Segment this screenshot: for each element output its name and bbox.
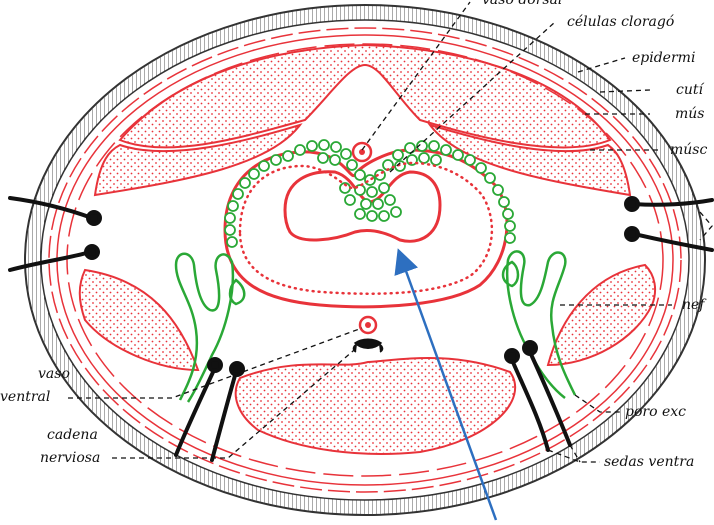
longitudinal-muscles bbox=[78, 43, 657, 455]
label-vaso-ventral-2: ventral bbox=[0, 389, 51, 405]
leader-ventral-vessel bbox=[68, 327, 363, 399]
ventral-structures bbox=[352, 315, 384, 353]
label-cuticula: cutí bbox=[676, 82, 703, 98]
intestine bbox=[223, 139, 516, 309]
ventral-vessel-lumen bbox=[365, 322, 371, 328]
setae bbox=[8, 196, 714, 462]
label-cadena-nerviosa-1: cadena bbox=[47, 427, 98, 443]
seta-right-upper bbox=[632, 198, 714, 207]
nerve-cord bbox=[352, 338, 384, 353]
right-ventrolateral-muscle bbox=[546, 263, 657, 367]
label-celulas-cloragogenas: células cloragó bbox=[567, 14, 675, 30]
right-nephridium-funnel bbox=[501, 260, 520, 288]
leader-lines bbox=[68, 1, 713, 463]
dorsal-muscle-block bbox=[118, 43, 612, 149]
leader-ventral-setae bbox=[547, 444, 600, 463]
seta-ventral-left-2 bbox=[210, 370, 238, 462]
label-poro-excretor: poro exc bbox=[625, 404, 686, 420]
label-epidermis: epidermi bbox=[632, 50, 696, 66]
right-dorsolateral-muscle bbox=[427, 123, 632, 197]
right-nephridium bbox=[506, 250, 577, 399]
label-sedas-ventrales: sedas ventra bbox=[604, 454, 695, 470]
circular-muscle-line-1 bbox=[48, 27, 682, 493]
label-vaso-ventral-1: vaso bbox=[38, 366, 70, 382]
seta-left-lower bbox=[8, 250, 92, 272]
seta-ventral-right-2 bbox=[528, 350, 572, 447]
left-ventrolateral-muscle bbox=[78, 268, 200, 372]
seta-left-upper bbox=[8, 196, 94, 220]
left-nephridium bbox=[174, 252, 235, 403]
label-musculo-longitudinal: músc bbox=[670, 142, 708, 158]
chloragogen-cells bbox=[224, 139, 516, 248]
label-cadena-nerviosa-2: nerviosa bbox=[40, 450, 101, 466]
leader-excretory-pore bbox=[574, 394, 620, 413]
label-musculo-circular: mús bbox=[675, 106, 705, 122]
pointer-arrow bbox=[394, 248, 498, 521]
label-nefridio: nef bbox=[682, 297, 705, 313]
nephridia bbox=[174, 250, 577, 403]
leader-right-setae bbox=[699, 211, 713, 241]
leader-epidermis bbox=[577, 57, 626, 73]
leader-nerve-cord bbox=[112, 344, 361, 459]
leader-chloragogen bbox=[389, 21, 556, 173]
seta-ventral-right-1 bbox=[510, 358, 550, 452]
leader-dorsal-vessel bbox=[361, 1, 471, 151]
label-vaso-dorsal: vaso dorsal bbox=[482, 0, 563, 8]
dorsal-vessel-lumen bbox=[359, 149, 365, 155]
seta-ventral-left-1 bbox=[174, 368, 216, 457]
left-dorsolateral-muscle bbox=[93, 123, 303, 197]
seta-right-lower bbox=[632, 232, 714, 252]
left-nephridium-funnel bbox=[228, 278, 246, 306]
